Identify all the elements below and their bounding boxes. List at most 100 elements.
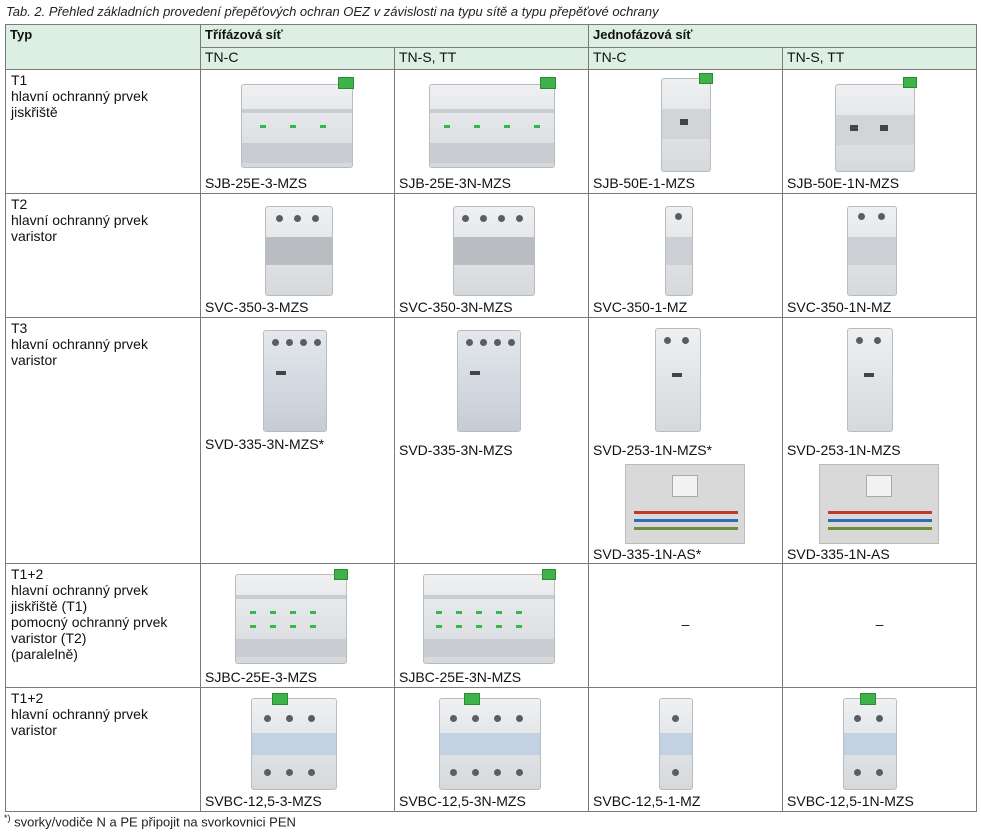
type-line: hlavní ochranný prvek xyxy=(11,212,148,228)
product-name: SVD-335-1N-AS* xyxy=(593,546,702,562)
product-name: SJBC-25E-3N-MZS xyxy=(399,669,522,685)
product-name: SVD-335-3N-MZS xyxy=(399,442,513,458)
wiring-photo xyxy=(625,464,746,544)
product-cell: SJB-50E-1N-MZS xyxy=(782,69,978,194)
type-code: T3 xyxy=(11,320,28,336)
product-name: SVC-350-3-MZS xyxy=(205,299,309,315)
surge-arrester-image xyxy=(429,77,556,168)
product-cell: SVBC-12,5-1N-MZS xyxy=(782,687,978,812)
type-line: pomocný ochranný prvek xyxy=(11,614,168,630)
product-cell: SJBC-25E-3N-MZS xyxy=(393,563,590,688)
product-name: SVC-350-1N-MZ xyxy=(787,299,892,315)
product-name: SVD-253-1N-MZS* xyxy=(593,442,713,458)
product-name: SVD-253-1N-MZS xyxy=(787,442,901,458)
surge-arrester-image xyxy=(847,206,898,296)
type-line: hlavní ochranný prvek xyxy=(11,706,148,722)
surge-arrester-image xyxy=(847,328,894,432)
header-tn-c-3ph: TN-C xyxy=(200,47,395,70)
footnote-text: svorky/vodiče N a PE připojit na svorkov… xyxy=(14,814,296,830)
product-name: SJB-50E-1-MZS xyxy=(593,175,695,191)
header-three-phase: Třífázová síť xyxy=(199,24,590,48)
type-line: (paralelně) xyxy=(11,646,78,662)
header-single-phase: Jednofázová síť xyxy=(588,24,978,48)
header-row-1: Typ Třífázová síť Jednofázová síť xyxy=(5,24,978,70)
product-cell: SVC-350-3-MZS xyxy=(200,193,395,318)
surge-arrester-image xyxy=(251,693,337,790)
type-code: T1 xyxy=(11,72,28,88)
product-cell: SJB-50E-1-MZS xyxy=(588,69,784,194)
footnote-mark: *) xyxy=(4,813,11,823)
product-name: SJBC-25E-3-MZS xyxy=(205,669,318,685)
product-name: SJB-25E-3-MZS xyxy=(205,175,307,191)
header-typ: Typ xyxy=(5,24,201,70)
type-line: varistor (T2) xyxy=(11,630,87,646)
header-tn-s-tt-3ph: TN-S, TT xyxy=(393,47,590,70)
surge-arrester-image xyxy=(655,328,702,432)
table-row: T2 hlavní ochranný prvek varistor SVC-35… xyxy=(5,193,978,318)
product-name: SVBC-12,5-3-MZS xyxy=(205,793,322,809)
table-row: T1+2 hlavní ochranný prvek jiskřiště (T1… xyxy=(5,563,978,688)
table-row: T1 hlavní ochranný prvek jiskřiště SJB-2… xyxy=(5,69,978,194)
header-tn-s-tt-1ph: TN-S, TT xyxy=(782,47,978,70)
table-row: T1+2 hlavní ochranný prvek varistor SVBC… xyxy=(5,687,978,812)
product-cell: SVC-350-1N-MZ xyxy=(782,193,978,318)
table-caption: Tab. 2. Přehled základních provedení pře… xyxy=(6,4,659,19)
product-cell: SVBC-12,5-3N-MZS xyxy=(393,687,590,812)
type-cell: T3 hlavní ochranný prvek varistor xyxy=(5,317,201,564)
product-cell: – xyxy=(782,563,978,688)
type-line: varistor xyxy=(11,228,57,244)
type-cell: T2 hlavní ochranný prvek varistor xyxy=(5,193,201,318)
product-cell: SJB-25E-3N-MZS xyxy=(393,69,590,194)
product-cell: SVC-350-3N-MZS xyxy=(393,193,590,318)
product-cell: SVC-350-1-MZ xyxy=(588,193,784,318)
product-name: SVBC-12,5-1N-MZS xyxy=(787,793,914,809)
surge-arrester-image xyxy=(659,698,694,790)
surge-arrester-image xyxy=(835,77,918,172)
type-line: hlavní ochranný prvek xyxy=(11,336,148,352)
table-row: T3 hlavní ochranný prvek varistor SVD-33… xyxy=(5,317,978,564)
surge-arrester-image xyxy=(453,206,535,296)
type-code: T1+2 xyxy=(11,566,44,582)
surge-arrester-image xyxy=(661,73,714,172)
surge-arrester-image xyxy=(263,330,327,432)
product-name: SVBC-12,5-3N-MZS xyxy=(399,793,526,809)
product-cell: SVD-253-1N-MZS SVD-335-1N-AS xyxy=(782,317,978,564)
product-cell: – xyxy=(588,563,784,688)
type-line: hlavní ochranný prvek xyxy=(11,88,148,104)
type-code: T2 xyxy=(11,196,28,212)
type-code: T1+2 xyxy=(11,690,44,706)
product-cell: SVD-335-3N-MZS* xyxy=(200,317,395,564)
product-cell: SVD-335-3N-MZS xyxy=(393,317,590,564)
surge-arrester-image xyxy=(665,206,694,296)
surge-arrester-image xyxy=(265,206,333,296)
type-line: jiskřiště xyxy=(11,104,58,120)
footnote: *) svorky/vodiče N a PE připojit na svor… xyxy=(4,813,296,829)
product-cell: SJBC-25E-3-MZS xyxy=(200,563,395,688)
type-line: hlavní ochranný prvek xyxy=(11,582,148,598)
surge-arrester-image xyxy=(843,693,898,790)
surge-arrester-image xyxy=(439,693,541,790)
surge-arrester-image xyxy=(457,330,521,432)
product-name: SVD-335-1N-AS xyxy=(787,546,890,562)
product-name: SVC-350-3N-MZS xyxy=(399,299,513,315)
product-name: SJB-50E-1N-MZS xyxy=(787,175,900,191)
product-cell: SVD-253-1N-MZS* SVD-335-1N-AS* xyxy=(588,317,784,564)
wiring-photo xyxy=(819,464,940,544)
product-table: Typ Třífázová síť Jednofázová síť TN-C T… xyxy=(5,24,978,812)
type-cell: T1 hlavní ochranný prvek jiskřiště xyxy=(5,69,201,194)
header-tn-c-1ph: TN-C xyxy=(588,47,784,70)
product-name: SVD-335-3N-MZS* xyxy=(205,436,325,452)
type-line: varistor xyxy=(11,352,57,368)
surge-arrester-image xyxy=(235,569,348,664)
type-line: jiskřiště (T1) xyxy=(11,598,88,614)
product-cell: SVBC-12,5-3-MZS xyxy=(200,687,395,812)
type-cell: T1+2 hlavní ochranný prvek jiskřiště (T1… xyxy=(5,563,201,688)
product-name: SVBC-12,5-1-MZ xyxy=(593,793,701,809)
not-available: – xyxy=(681,616,690,632)
product-cell: SJB-25E-3-MZS xyxy=(200,69,395,194)
type-cell: T1+2 hlavní ochranný prvek varistor xyxy=(5,687,201,812)
header-row-2: TN-C TN-S, TT TN-C TN-S, TT xyxy=(6,47,978,70)
surge-arrester-image xyxy=(423,569,556,664)
type-line: varistor xyxy=(11,722,57,738)
not-available: – xyxy=(875,616,884,632)
